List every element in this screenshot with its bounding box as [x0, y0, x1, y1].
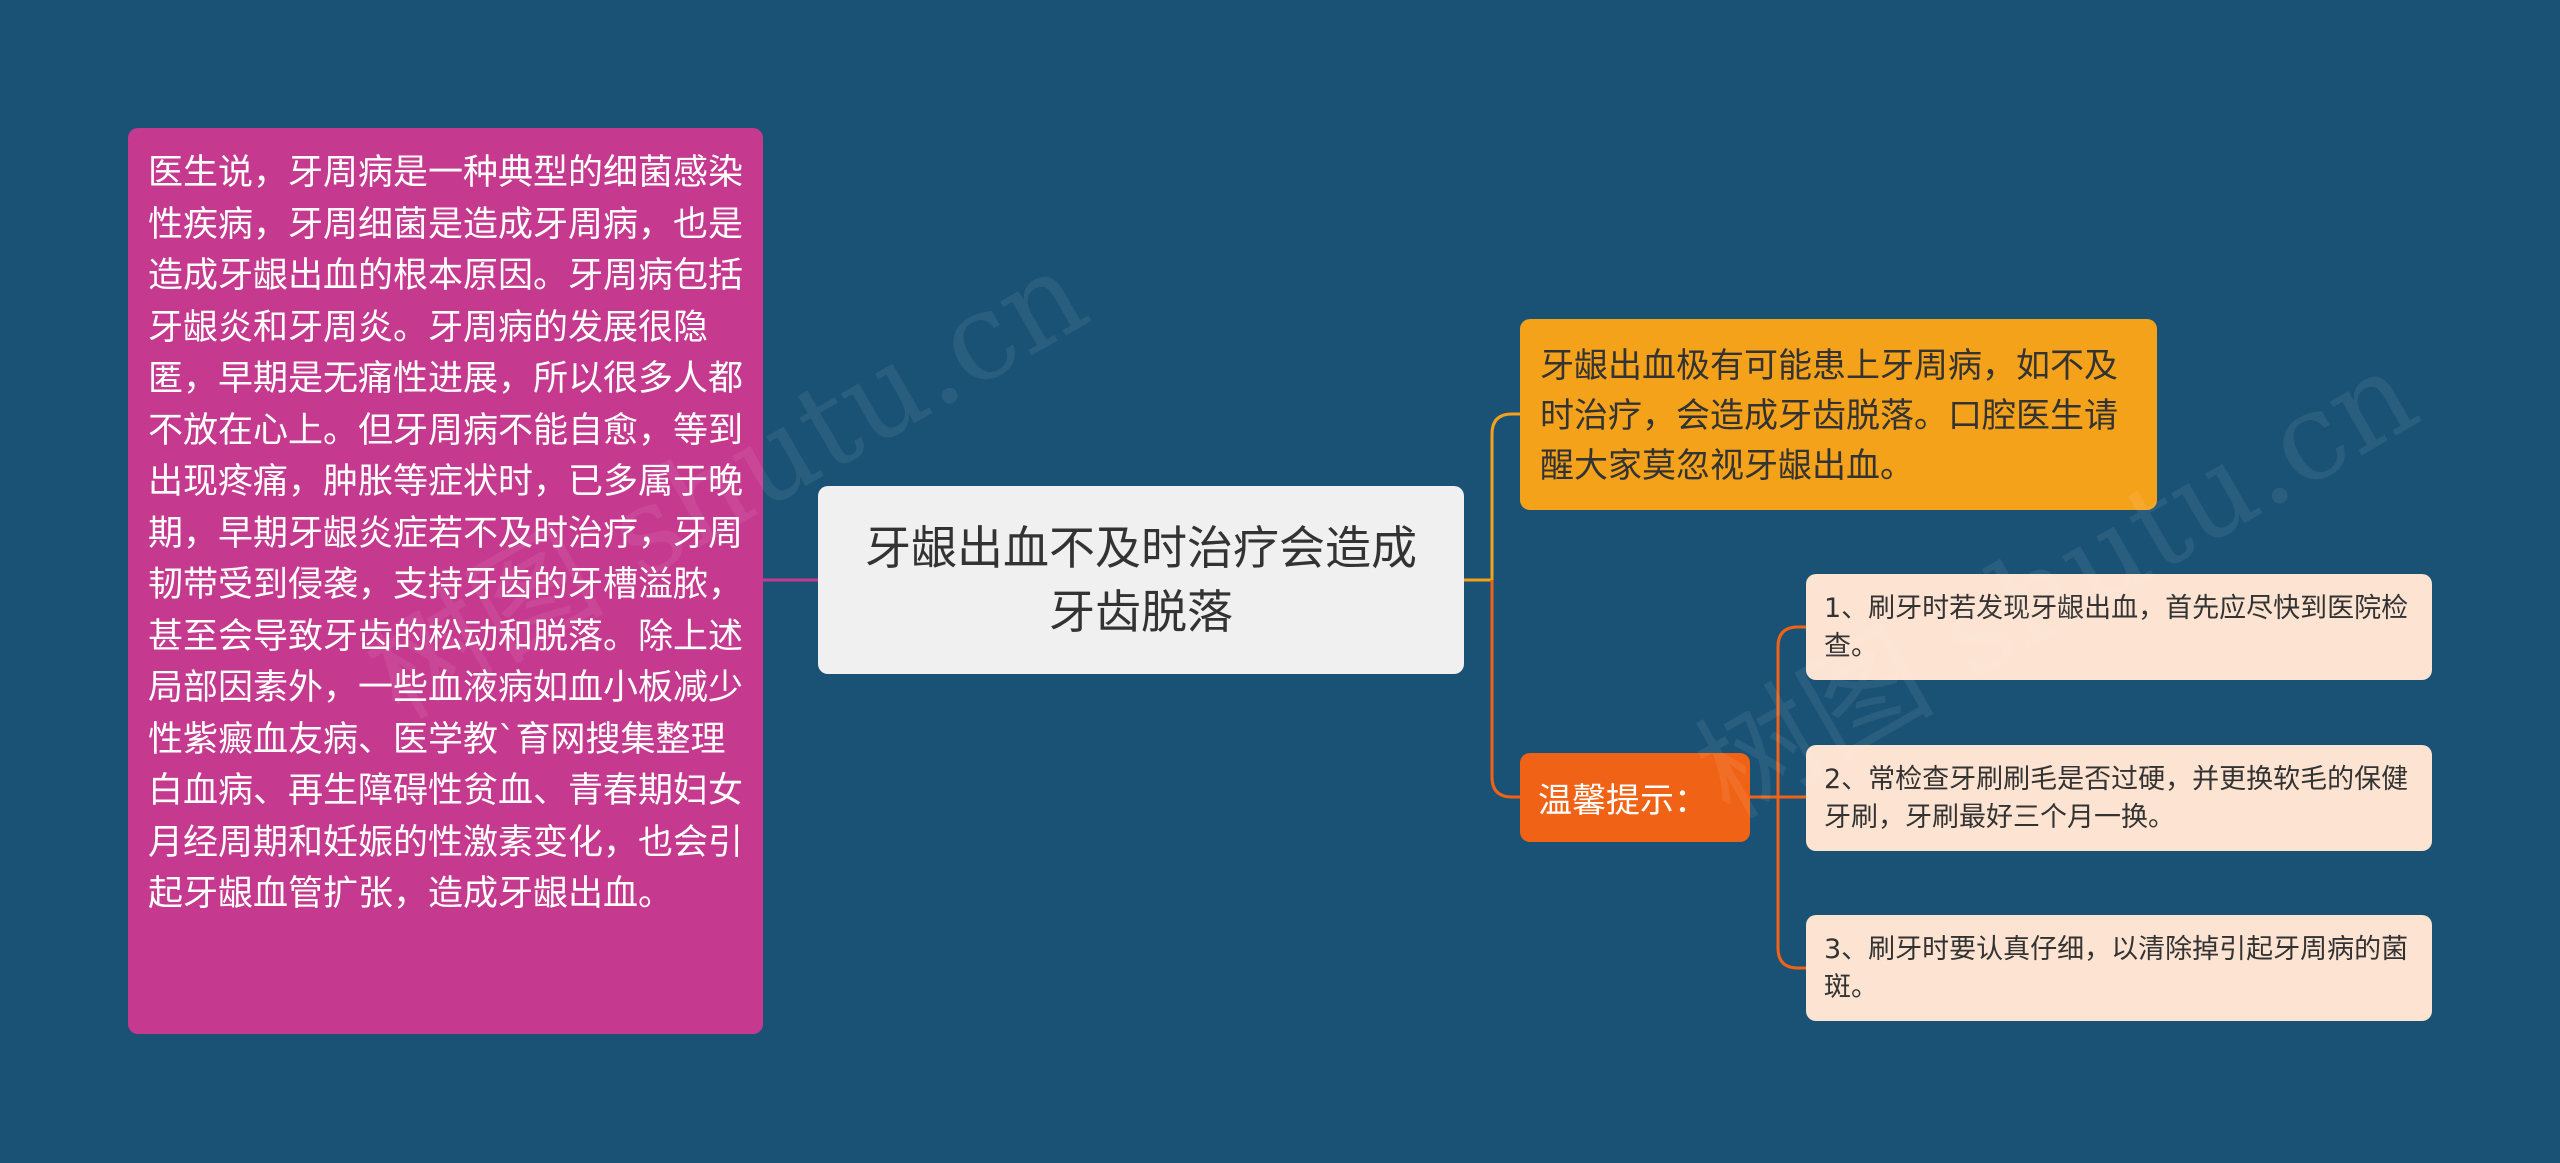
tips-node[interactable]: 温馨提示：: [1520, 753, 1750, 842]
central-topic-node[interactable]: 牙龈出血不及时治疗会造成牙齿脱落: [818, 486, 1464, 674]
tip-item[interactable]: 3、刷牙时要认真仔细，以清除掉引起牙周病的菌斑。: [1806, 915, 2432, 1021]
tip-item[interactable]: 1、刷牙时若发现牙龈出血，首先应尽快到医院检查。: [1806, 574, 2432, 680]
connector-to-tip-1: [1776, 625, 1806, 797]
connector-to-note: [1490, 412, 1520, 580]
tip-item[interactable]: 2、常检查牙刷刷毛是否过硬，并更换软毛的保健牙刷，牙刷最好三个月一换。: [1806, 745, 2432, 851]
tips-label: 温馨提示：: [1538, 781, 1708, 821]
connector-to-tips: [1490, 580, 1520, 799]
central-topic-title: 牙龈出血不及时治疗会造成牙齿脱落: [865, 521, 1417, 639]
tip-text: 2、常检查牙刷刷毛是否过硬，并更换软毛的保健牙刷，牙刷最好三个月一换。: [1824, 764, 2409, 833]
connector-to-tip-3: [1776, 797, 1806, 970]
tip-text: 1、刷牙时若发现牙龈出血，首先应尽快到医院检查。: [1824, 593, 2409, 662]
tip-text: 3、刷牙时要认真仔细，以清除掉引起牙周病的菌斑。: [1824, 934, 2409, 1003]
note-node[interactable]: 牙龈出血极有可能患上牙周病，如不及时治疗，会造成牙齿脱落。口腔医生请醒大家莫忽视…: [1520, 319, 2157, 510]
left-detail-node[interactable]: 医生说，牙周病是一种典型的细菌感染性疾病，牙周细菌是造成牙周病，也是造成牙龈出血…: [128, 128, 763, 1034]
note-text: 牙龈出血极有可能患上牙周病，如不及时治疗，会造成牙齿脱落。口腔医生请醒大家莫忽视…: [1540, 346, 2118, 486]
left-detail-text: 医生说，牙周病是一种典型的细菌感染性疾病，牙周细菌是造成牙周病，也是造成牙龈出血…: [148, 153, 744, 914]
